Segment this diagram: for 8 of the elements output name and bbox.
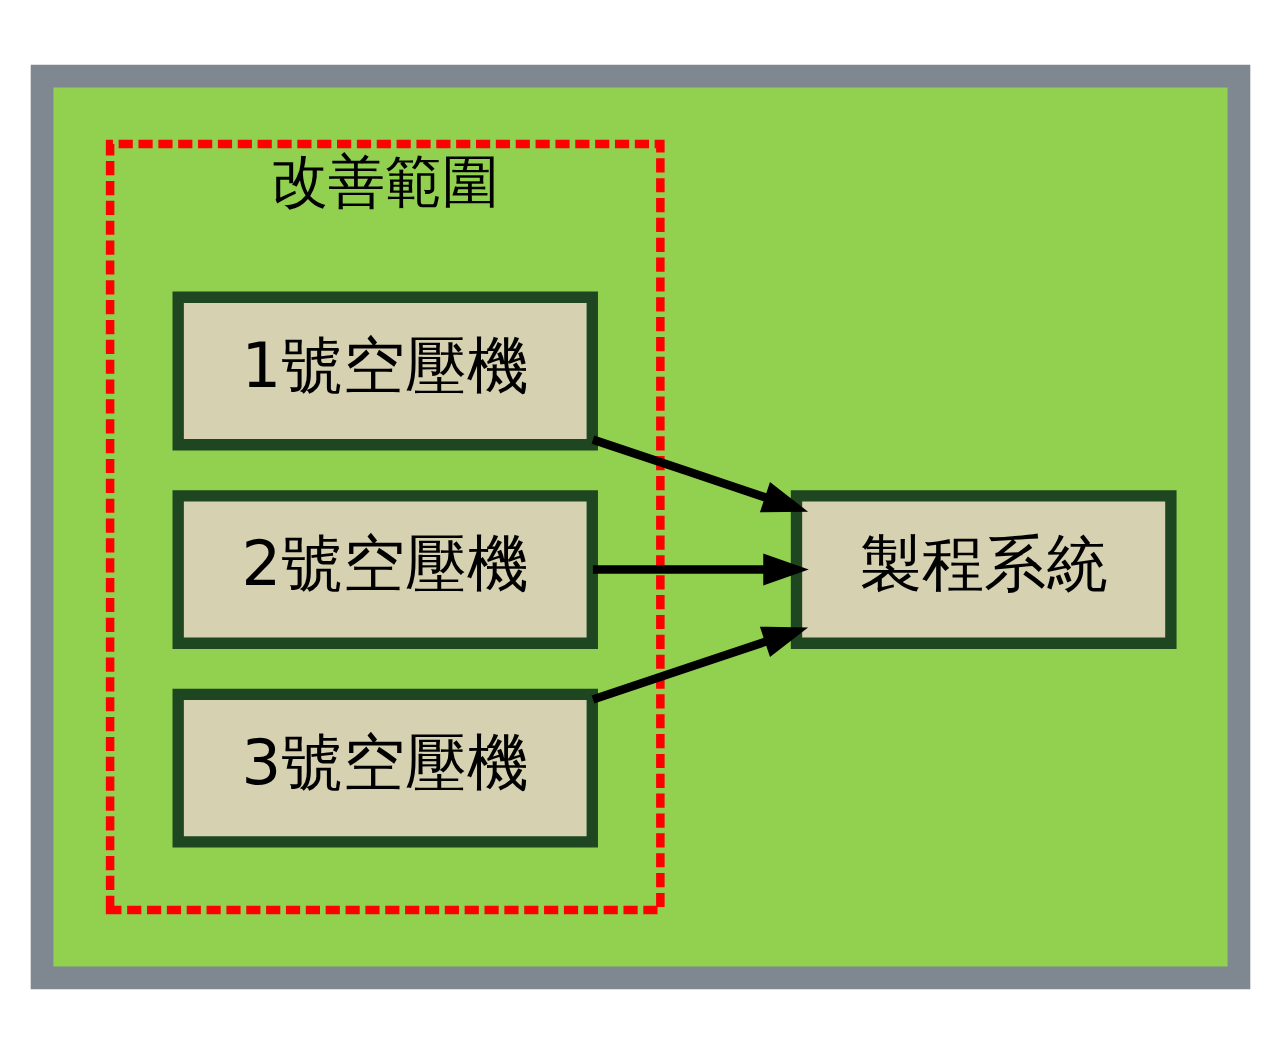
node-box: 2號空壓機: [172, 490, 598, 649]
node-box: 製程系統: [790, 490, 1177, 649]
cluster: [30, 64, 1251, 990]
arrow: [591, 435, 809, 513]
node-box: 1號空壓機: [172, 291, 598, 451]
arrow: [592, 553, 809, 586]
arrow: [591, 626, 809, 704]
node-box: 3號空壓機: [172, 688, 598, 848]
